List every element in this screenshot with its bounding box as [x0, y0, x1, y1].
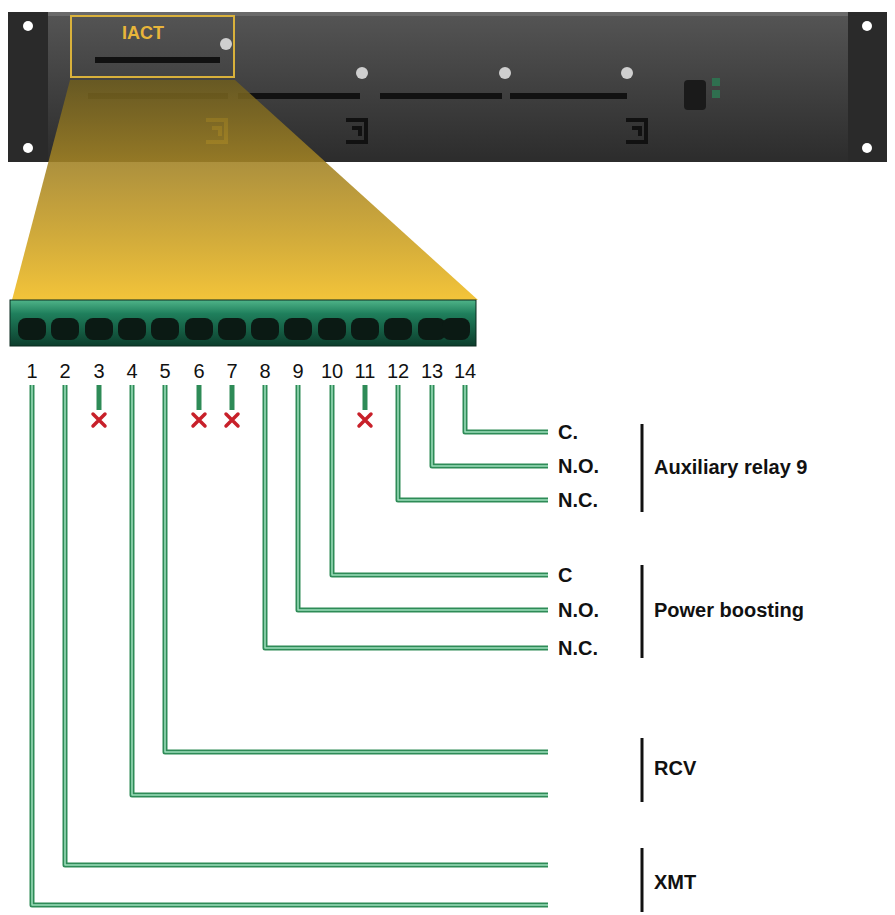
contact-label: C. — [558, 422, 578, 442]
contact-label: N.C. — [558, 490, 598, 510]
pin-number: 10 — [321, 361, 343, 381]
pin-number: 12 — [387, 361, 409, 381]
pin-number: 4 — [126, 361, 137, 381]
contact-label: N.O. — [558, 456, 599, 476]
group-label: Power boosting — [654, 600, 804, 620]
pin-number: 14 — [454, 361, 476, 381]
pin-number: 1 — [26, 361, 37, 381]
pin-number: 8 — [259, 361, 270, 381]
pin-number: 5 — [159, 361, 170, 381]
pin-number: 7 — [226, 361, 237, 381]
contact-label: C — [558, 565, 572, 585]
unused-mark — [93, 414, 371, 426]
leader-wire — [32, 385, 548, 905]
power-switch — [684, 78, 720, 110]
pin-number: 13 — [421, 361, 443, 381]
group-bracket — [641, 424, 644, 912]
pin-number: 2 — [59, 361, 70, 381]
contact-label: N.C. — [558, 638, 598, 658]
module-name: IACT — [122, 23, 164, 44]
pin-number: 6 — [193, 361, 204, 381]
terminal-block — [10, 300, 476, 346]
pin-number: 3 — [93, 361, 104, 381]
highlight-box: IACT — [70, 15, 235, 78]
signal-label: XMT — [654, 872, 696, 892]
pin-number: 9 — [292, 361, 303, 381]
signal-label: RCV — [654, 758, 696, 778]
group-label: Auxiliary relay 9 — [654, 457, 807, 477]
zoom-highlight — [12, 80, 478, 300]
contact-label: N.O. — [558, 600, 599, 620]
pin-number: 11 — [355, 361, 376, 381]
